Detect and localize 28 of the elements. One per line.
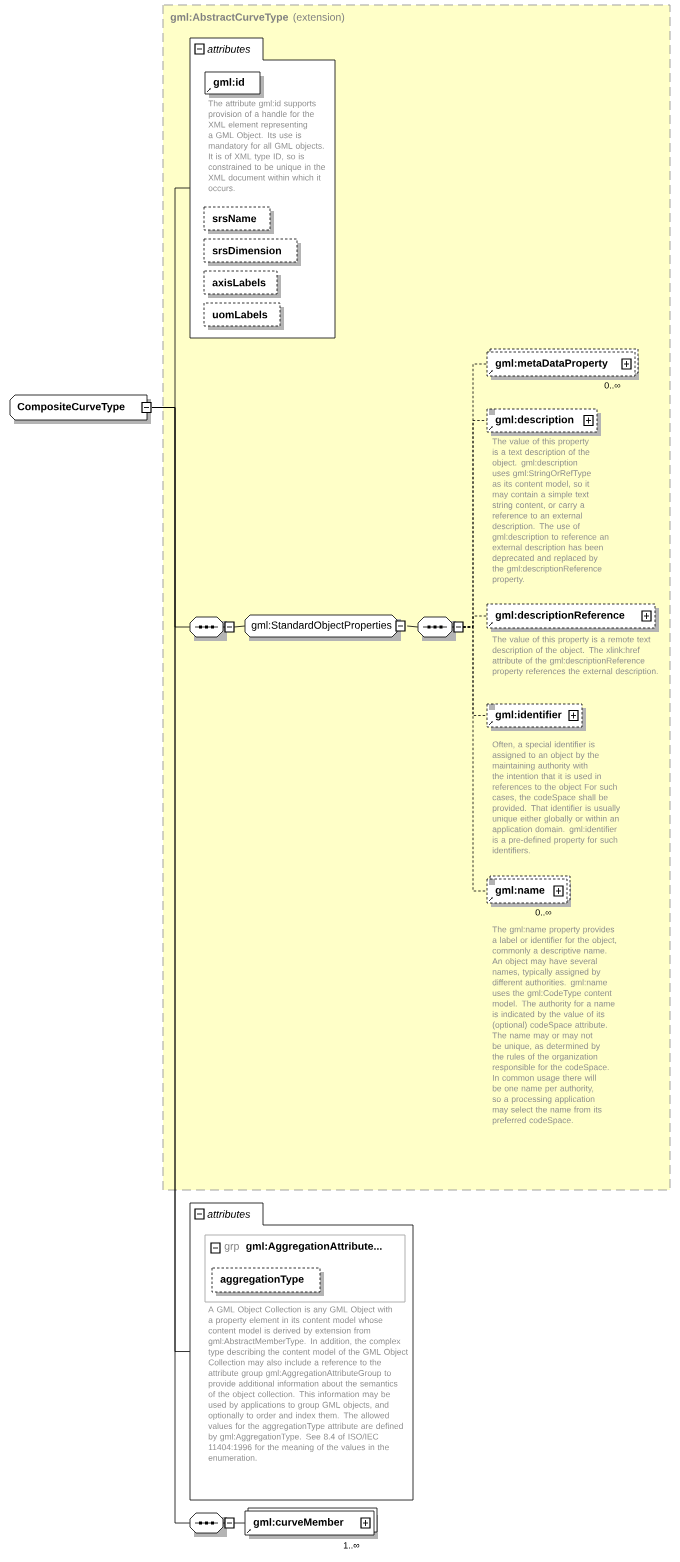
connector-line: [151, 407, 191, 1524]
annotation-text: The value of this property is a remote text description of the object. The xlink:href attribute of the gml:descriptionReference property references the external description.: [492, 636, 658, 676]
multiplicity-label: 0..∞: [535, 909, 552, 916]
element-box: gml:metaDataProperty: [486, 348, 639, 380]
connector-line: [462, 626, 488, 892]
connector-line: [233, 1522, 246, 1524]
multiplicity-label: 0..∞: [604, 382, 621, 389]
element-box: gml:curveMember: [244, 1507, 378, 1539]
multiplicity-label: 1..∞: [343, 1542, 360, 1549]
annotation-text: The attribute gml:id supports provision of a handle for the XML element representing a GML Object. Its use is mandatory for all GML objects. It is of XML type ID, so is constrained to be unique in the XML document within which it occurs.: [208, 100, 325, 192]
element-box: uomLabels: [203, 302, 284, 330]
annotation-text: The gml:name property provides a label or identifier for the object, commonly a descriptive name. An object may have several names, typically assigned by different authorities. gml:name uses the gml:CodeType content model. The authority for a name is indicated by the value of its (optional) codeSpace attribute. The name may or may not be unique, as determined by the rules of the organization responsible for the codeSpace. In common usage there will be one name per authority, so a processing application may select the name from its preferred codeSpace.: [492, 926, 617, 1125]
connector-line: [406, 625, 419, 628]
annotation-text: The value of this property is a text description of the object. gml:description uses gml:StringOrRefType as its content model, so it may contain a simple text string content, or carry a reference to an external description. The use of gml:description to reference an external description has been deprecated and replaced by the gml:descriptionReference property.: [492, 438, 609, 584]
annotation-text: Often, a special identifier is assigned to an object by the maintaining authority with the intention that it is used in references to the object For such cases, the codeSpace shall be provided. That identifier is usually unique either globally or within an application domain. gml:identifier is a pre-defined property for such identifiers.: [492, 741, 621, 854]
element-box: srsDimension: [203, 238, 301, 266]
annotation-text: A GML Object Collection is any GML Object with a property element in its content model whose content model is derived by extension from gml:AbstractMemberType. In addition, the complex type describing the content model of the GML Object Collection may also include a reference to the attribute group gml:AggregationAttributeGroup to provide additional information about the semantics of the object collection. This information may be used by applications to group GML objects, and optionally to order and index them. The allowed values for the aggregationType attribute are defined by gml:AggregationType. See 8.4 of ISO/IEC 11404:1996 for the meaning of the values in the enumeration.: [208, 1306, 408, 1461]
type-box: CompositeCurveType: [9, 394, 152, 424]
element-box: aggregationType: [211, 1267, 324, 1296]
group-box: gml:StandardObjectProperties: [244, 614, 406, 641]
element-box: axisLabels: [203, 270, 281, 298]
element-box: srsName: [203, 206, 274, 234]
connector-line: [233, 625, 246, 628]
panel-heading: gml:AbstractCurveType (extension): [170, 13, 345, 23]
element-box: gml:descriptionReference: [486, 603, 659, 632]
sequence-symbol: [417, 616, 464, 641]
sequence-symbol: [189, 1512, 235, 1537]
sequence-symbol: [189, 616, 235, 641]
